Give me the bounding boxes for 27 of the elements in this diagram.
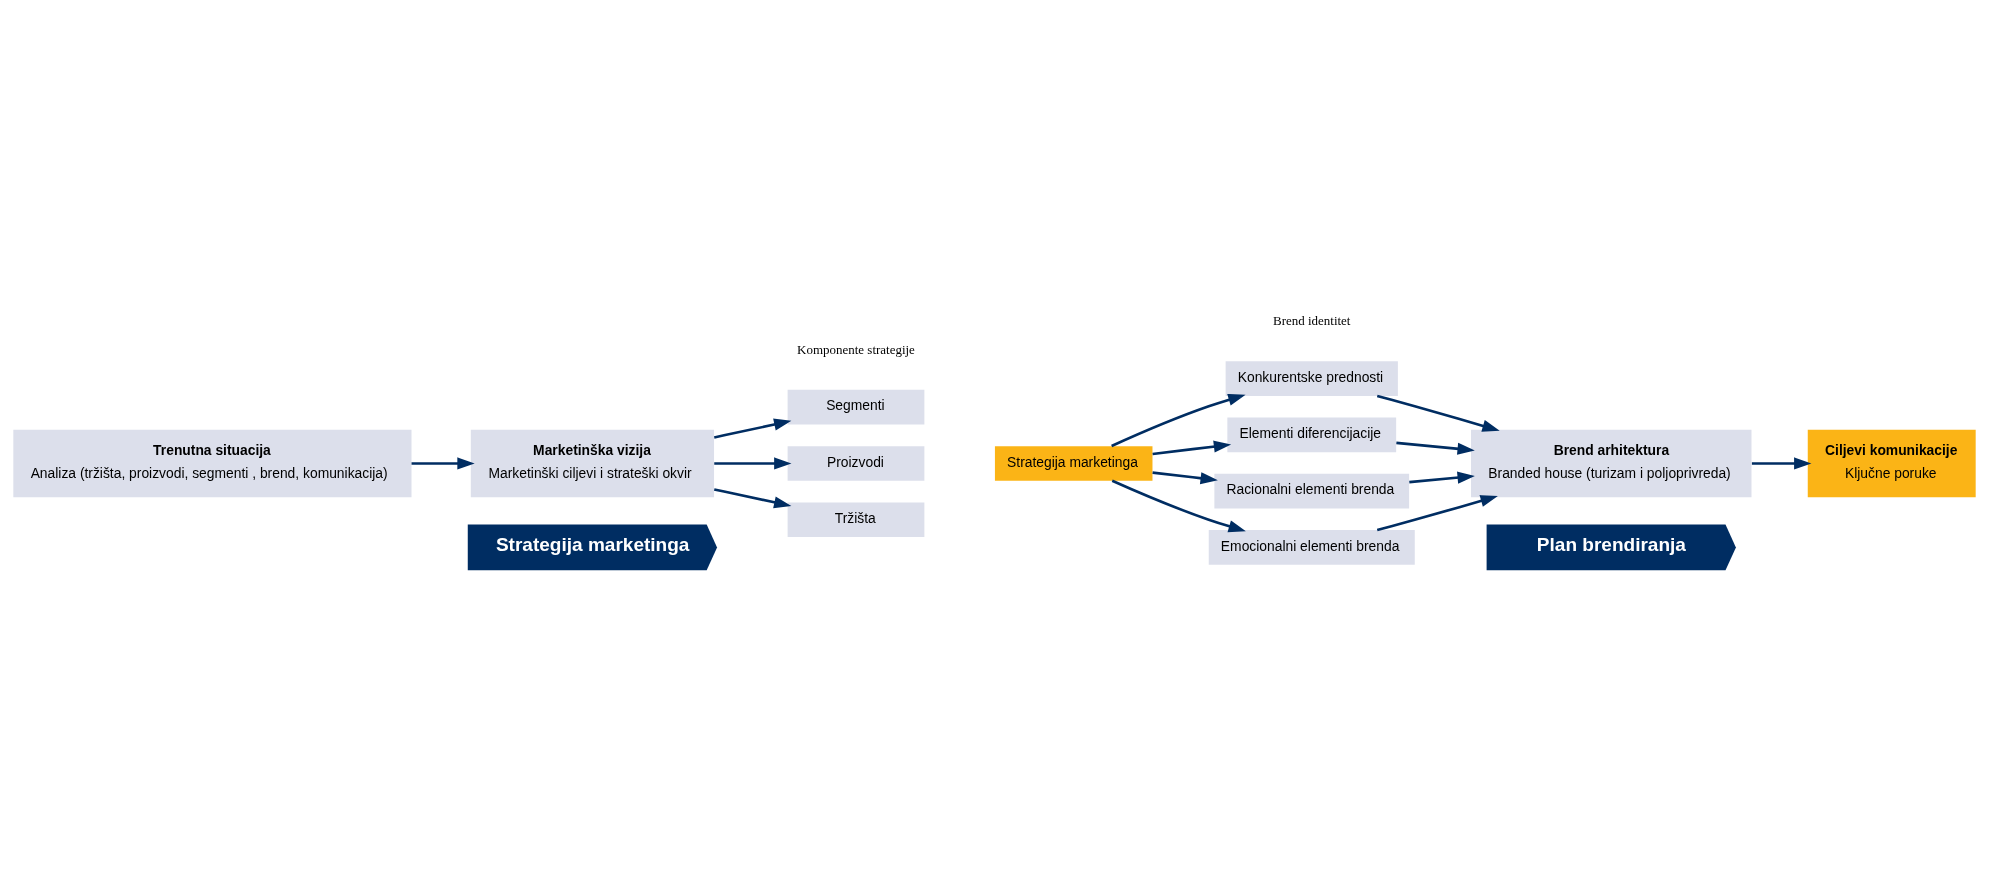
arrow [1409, 471, 1475, 484]
arrow [1152, 440, 1232, 456]
node-box: Marketinška vizija Marketinški ciljevi i strateški okvir [470, 429, 715, 498]
node-box: Tržišta [787, 502, 925, 537]
label: Brend identitet [1273, 313, 1351, 329]
arrow [411, 457, 475, 470]
arrow [1111, 393, 1246, 448]
arrow [714, 457, 792, 470]
node-box: Emocionalni elementi brenda [1208, 530, 1415, 565]
node-box: Strategija marketinga [994, 446, 1153, 481]
node-box: Racionalni elementi brenda [1214, 473, 1410, 509]
arrow [1751, 457, 1812, 470]
node-box: Konkurentske prednosti [1225, 361, 1398, 396]
node-box: Elementi diferencijacije [1227, 417, 1397, 453]
arrow [1376, 495, 1498, 532]
node-box: Trenutna situacija Analiza (tržišta, proizvodi, segmenti , brend, komunikacija) [13, 429, 412, 498]
arrow [713, 418, 792, 439]
node-box: Proizvodi [787, 446, 925, 481]
node-box: Ciljevi komunikacije Ključne poruke [1807, 429, 1976, 498]
arrow [713, 488, 792, 509]
arrow [1111, 479, 1246, 533]
arrow [1376, 394, 1500, 432]
node-box: Segmenti [787, 389, 925, 425]
label: Komponente strategije [797, 341, 915, 357]
arrow [1152, 471, 1218, 485]
node-box: Brend arhitektura Branded house (turizam i poljoprivreda) [1471, 429, 1752, 498]
arrow [1396, 441, 1475, 455]
